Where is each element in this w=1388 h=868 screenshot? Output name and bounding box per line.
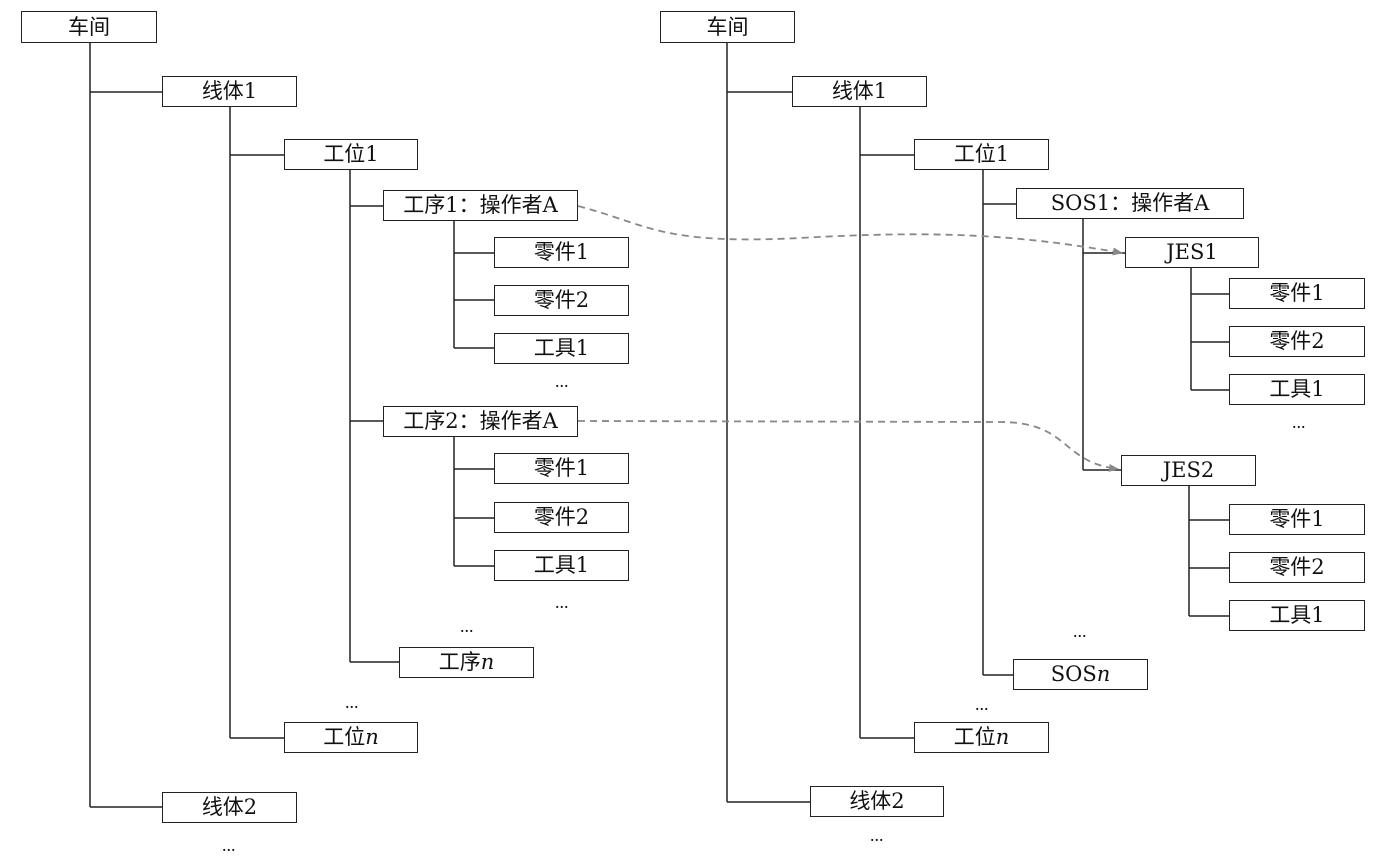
left-processN-var: n xyxy=(480,650,495,674)
left-p2-ellipsis: ... xyxy=(555,592,569,612)
left-p1-ellipsis: ... xyxy=(555,371,569,391)
right-j2-part2-node: 零件2 xyxy=(1229,552,1365,583)
left-p2-part1-label: 零件1 xyxy=(533,456,590,480)
left-root-label: 车间 xyxy=(68,14,110,39)
left-p2-part2-node: 零件2 xyxy=(494,502,629,533)
left-p1-part1-node: 零件1 xyxy=(494,237,629,268)
left-process1-label: 工序1：操作者A xyxy=(403,193,558,217)
left-line-ellipsis: ... xyxy=(222,835,236,855)
right-sos1-label: SOS1：操作者A xyxy=(1050,191,1210,215)
left-root-node: 车间 xyxy=(21,11,157,43)
left-process2-node: 工序2：操作者A xyxy=(383,406,578,437)
left-station1-label: 工位1 xyxy=(323,142,379,166)
right-j2-part1-node: 零件1 xyxy=(1229,504,1365,535)
right-sosN-prefix: SOS xyxy=(1050,662,1097,686)
right-station-ellipsis: ... xyxy=(975,694,989,714)
left-stationN-var: n xyxy=(365,725,379,749)
left-p2-tool1-node: 工具1 xyxy=(494,550,629,581)
right-sosN-var: n xyxy=(1096,662,1111,686)
left-station-ellipsis: ... xyxy=(345,692,359,712)
left-process1-node: 工序1：操作者A xyxy=(383,190,578,221)
right-root-node: 车间 xyxy=(660,11,795,43)
left-line2-node: 线体2 xyxy=(162,792,297,823)
left-station1-node: 工位1 xyxy=(284,139,418,170)
right-line2-label: 线体2 xyxy=(849,789,905,813)
left-tree-connectors xyxy=(89,43,494,808)
right-j2-part2-label: 零件2 xyxy=(1269,555,1325,579)
right-root-label: 车间 xyxy=(706,14,749,39)
right-jes2-node: JES2 xyxy=(1121,455,1256,486)
right-j1-part2-node: 零件2 xyxy=(1229,326,1365,357)
right-line-ellipsis: ... xyxy=(870,825,884,845)
left-p2-part2-label: 零件2 xyxy=(533,505,590,529)
right-line2-node: 线体2 xyxy=(810,786,944,817)
right-j1-part2-label: 零件2 xyxy=(1269,329,1325,353)
left-p1-tool1-node: 工具1 xyxy=(494,333,629,364)
right-j2-tool1-label: 工具1 xyxy=(1269,603,1325,627)
right-jes1-node: JES1 xyxy=(1125,237,1259,268)
right-jes2-label: JES2 xyxy=(1162,458,1215,482)
left-p2-part1-node: 零件1 xyxy=(494,453,629,484)
right-sos1-node: SOS1：操作者A xyxy=(1016,188,1244,219)
right-j1-tool1-label: 工具1 xyxy=(1269,377,1325,401)
left-process2-label: 工序2：操作者A xyxy=(403,409,558,433)
left-line2-label: 线体2 xyxy=(201,795,258,819)
right-j2-part1-label: 零件1 xyxy=(1269,507,1325,531)
left-line1-node: 线体1 xyxy=(162,76,297,107)
left-process-ellipsis: ... xyxy=(460,616,474,636)
left-processN-prefix: 工序 xyxy=(438,650,481,674)
right-jes1-label: JES1 xyxy=(1166,240,1218,264)
left-stationN-prefix: 工位 xyxy=(323,725,366,749)
right-j2-tool1-node: 工具1 xyxy=(1229,600,1365,631)
right-line1-node: 线体1 xyxy=(792,76,927,107)
right-station1-node: 工位1 xyxy=(914,139,1049,170)
mapping-arrow-process2-to-jes2 xyxy=(577,420,1119,472)
left-p1-part1-label: 零件1 xyxy=(533,240,590,264)
right-j1-tool1-node: 工具1 xyxy=(1229,374,1365,405)
right-stationN-var: n xyxy=(995,725,1010,749)
right-jes-ellipsis: ... xyxy=(1073,621,1087,641)
left-p1-part2-label: 零件2 xyxy=(533,288,590,312)
mapping-arrows xyxy=(577,205,1123,472)
left-p1-tool1-label: 工具1 xyxy=(533,336,590,360)
right-j1-part1-label: 零件1 xyxy=(1269,281,1325,305)
left-p1-part2-node: 零件2 xyxy=(494,285,629,316)
right-j1-ellipsis: ... xyxy=(1292,412,1306,432)
right-j1-part1-node: 零件1 xyxy=(1229,278,1365,309)
mapping-arrow-process1-to-jes1 xyxy=(577,205,1123,256)
right-stationN-prefix: 工位 xyxy=(953,725,996,749)
right-line1-label: 线体1 xyxy=(831,79,888,103)
left-p2-tool1-label: 工具1 xyxy=(533,553,590,577)
right-station1-label: 工位1 xyxy=(953,142,1010,166)
left-line1-label: 线体1 xyxy=(201,79,258,103)
